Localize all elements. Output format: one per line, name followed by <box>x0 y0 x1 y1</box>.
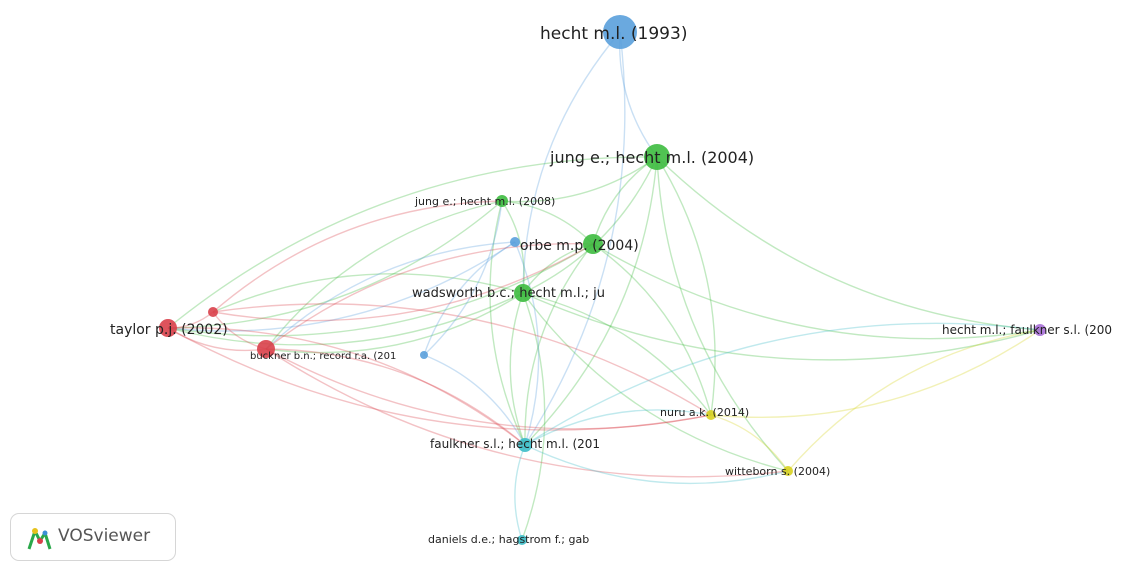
link-orbe_2004-hecht_faulkner <box>592 243 1041 340</box>
link-jung_2004-hecht_faulkner <box>656 156 1041 331</box>
label-daniels[interactable]: daniels d.e.; hagstrom f.; gab <box>428 533 589 546</box>
link-nuru_2014-hecht_faulkner <box>710 329 1041 419</box>
link-jung_2004-jung_2008 <box>501 156 658 203</box>
label-taylor_2002[interactable]: taylor p.j. (2002) <box>110 322 228 338</box>
link-faulkner_hecht-daniels <box>514 444 526 541</box>
link-wadsworth-red_small <box>212 273 524 313</box>
label-jung_2008[interactable]: jung e.; hecht m.l. (2008) <box>414 195 555 208</box>
node-orbe_2004[interactable] <box>583 234 603 254</box>
link-taylor_2002-faulkner_hecht <box>167 327 526 446</box>
link-buckner-witteborn_2004 <box>265 348 789 478</box>
link-faulkner_hecht-witteborn_2004 <box>524 444 789 485</box>
link-blue_small-faulkner_hecht <box>514 241 540 446</box>
nodes-layer <box>159 15 1046 545</box>
node-jung_2004[interactable] <box>644 144 670 170</box>
link-hecht_1993-wadsworth <box>522 31 621 294</box>
vosviewer-logo: VOSviewer <box>10 513 176 561</box>
links-layer <box>167 31 1041 541</box>
label-hecht_1993[interactable]: hecht m.l. (1993) <box>540 24 687 44</box>
label-buckner[interactable]: buckner b.n.; record r.a. (201 <box>250 351 396 362</box>
node-nuru_2014[interactable] <box>706 410 716 420</box>
link-taylor_2002-buckner <box>167 327 267 352</box>
label-hecht_faulkner[interactable]: hecht m.l.; faulkner s.l. (200 <box>942 323 1112 337</box>
node-blue_small[interactable] <box>510 237 520 247</box>
link-wadsworth-taylor_2002 <box>167 292 524 346</box>
link-jung_2008-buckner <box>265 200 503 350</box>
link-wadsworth-nuru_2014 <box>522 292 712 416</box>
vosviewer-logo-icon <box>27 528 52 550</box>
link-hecht_1993-faulkner_hecht <box>524 31 626 446</box>
link-buckner-nuru_2014 <box>265 348 712 430</box>
vosviewer-logo-text: VOSviewer <box>58 526 151 546</box>
link-jung_2004-taylor_2002 <box>167 156 658 329</box>
link-blue_small2-faulkner_hecht <box>423 354 526 446</box>
link-wadsworth-hecht_faulkner <box>522 292 1041 361</box>
node-red_small[interactable] <box>208 307 218 317</box>
link-jung_2004-wadsworth <box>522 156 658 294</box>
link-blue_small-blue_small2 <box>423 241 516 356</box>
link-jung_2008-wadsworth <box>501 200 525 294</box>
node-faulkner_hecht[interactable] <box>518 438 532 452</box>
label-witteborn_2004[interactable]: witteborn s. (2004) <box>725 465 830 478</box>
link-red_small-orbe_2004 <box>212 243 594 322</box>
label-nuru_2014[interactable]: nuru a.k. (2014) <box>660 406 749 419</box>
node-hecht_1993[interactable] <box>603 15 637 49</box>
node-blue_small2[interactable] <box>420 351 428 359</box>
link-orbe_2004-nuru_2014 <box>592 243 712 416</box>
link-taylor_2002-nuru_2014 <box>167 327 712 431</box>
link-jung_2008-taylor_2002 <box>167 200 503 329</box>
link-buckner-orbe_2004 <box>265 242 594 350</box>
link-blue_small-buckner <box>265 241 516 350</box>
link-jung_2008-faulkner_hecht <box>489 200 526 446</box>
link-wadsworth-buckner <box>265 292 524 354</box>
link-orbe_2004-taylor_2002 <box>167 243 594 337</box>
link-wadsworth-daniels <box>521 292 546 541</box>
link-wadsworth-witteborn_2004 <box>522 292 789 472</box>
link-jung_2004-witteborn_2004 <box>656 156 789 472</box>
node-buckner[interactable] <box>257 340 275 358</box>
node-taylor_2002[interactable] <box>159 319 177 337</box>
node-witteborn_2004[interactable] <box>783 466 793 476</box>
link-witteborn_2004-hecht_faulkner <box>787 329 1041 472</box>
link-jung_2008-orbe_2004 <box>501 200 594 245</box>
link-jung_2004-faulkner_hecht <box>524 156 658 446</box>
link-nuru_2014-witteborn_2004 <box>710 414 789 472</box>
link-jung_2004-orbe_2004 <box>592 156 658 245</box>
node-daniels[interactable] <box>517 535 527 545</box>
node-jung_2008[interactable] <box>496 195 508 207</box>
link-faulkner_hecht-hecht_faulkner <box>524 322 1041 446</box>
link-orbe_2004-faulkner_hecht <box>524 243 594 446</box>
node-hecht_faulkner[interactable] <box>1034 324 1046 336</box>
label-wadsworth[interactable]: wadsworth b.c.; hecht m.l.; ju <box>412 286 605 301</box>
link-jung_2004-nuru_2014 <box>656 156 716 416</box>
node-wadsworth[interactable] <box>514 284 532 302</box>
link-buckner-faulkner_hecht <box>265 348 526 446</box>
link-faulkner_hecht-nuru_2014 <box>524 409 712 446</box>
labels-layer: hecht m.l. (1993) jung e.; hecht m.l. (20… <box>110 24 1112 546</box>
link-wadsworth-faulkner_hecht <box>509 292 526 446</box>
link-blue_small-taylor_2002 <box>167 241 516 332</box>
link-red_small-jung_2008 <box>212 200 503 313</box>
label-jung_2004[interactable]: jung e.; hecht m.l. (2004) <box>549 148 754 167</box>
link-blue_small2-jung_2008 <box>423 200 503 356</box>
label-faulkner_hecht[interactable]: faulkner s.l.; hecht m.l. (201 <box>430 437 600 451</box>
label-orbe_2004[interactable]: orbe m.p. (2004) <box>520 238 639 254</box>
link-red_small-nuru_2014 <box>212 303 712 416</box>
